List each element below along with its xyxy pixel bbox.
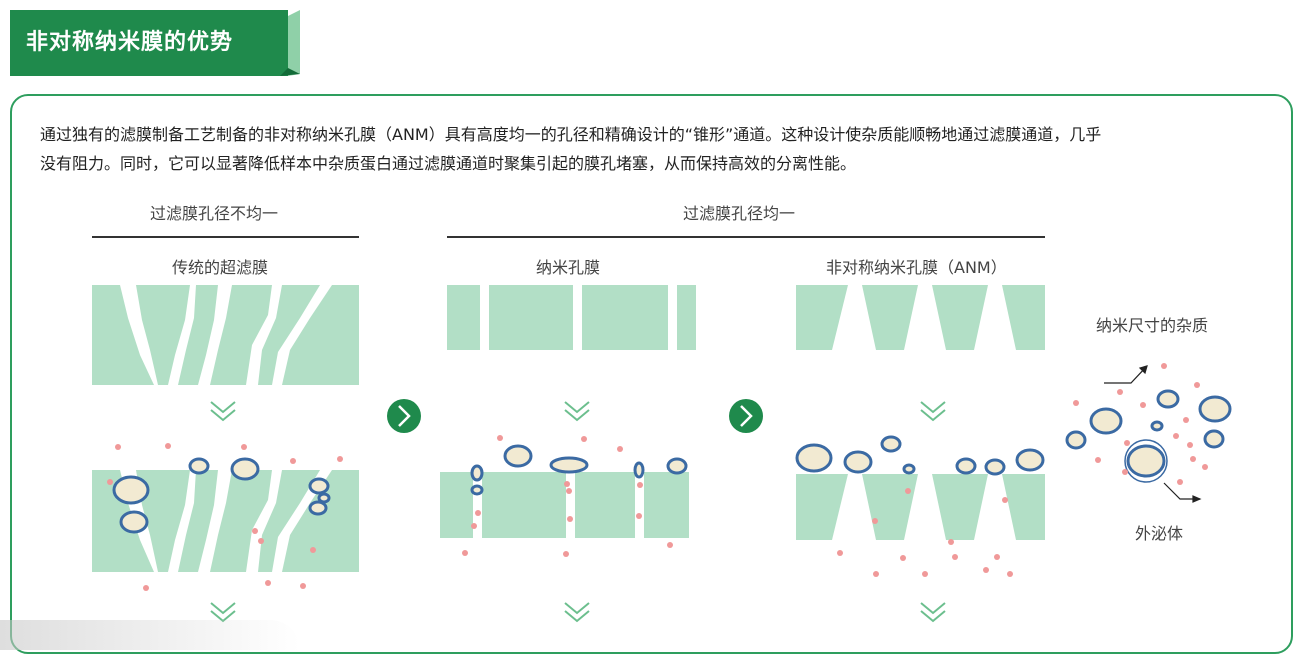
legend-pointer-arrows — [1104, 365, 1202, 503]
decorative-shadow — [0, 620, 300, 650]
chevron-down-icon — [920, 401, 946, 422]
nano-membrane-bottom — [440, 472, 689, 538]
anm-membrane-bottom — [796, 474, 1045, 540]
chevron-down-icon — [920, 602, 946, 623]
group-label-uniform: 过滤膜孔径均一 — [683, 204, 796, 223]
nano-membrane-top — [447, 285, 696, 350]
chevron-right-icon — [729, 399, 763, 433]
chevron-down-icon — [564, 401, 590, 422]
intro-line-2: 没有阻力。同时，它可以显著降低样本中杂质蛋白通过滤膜通道时聚集引起的膜孔堵塞，从… — [40, 154, 857, 173]
exosome-particles — [112, 389, 1232, 534]
intro-line-1: 通过独有的滤膜制备工艺制备的非对称纳米孔膜（ANM）具有高度均一的孔径和精确设计… — [40, 125, 1102, 144]
exosome-highlight-ring — [1124, 439, 1168, 483]
legend-label-impurity: 纳米尺寸的杂质 — [1096, 316, 1209, 335]
anm-membrane-top — [796, 285, 1045, 350]
traditional-membrane-top — [92, 285, 359, 385]
page-title: 非对称纳米膜的优势 — [26, 30, 234, 55]
chevron-down-icon — [564, 602, 590, 623]
impurity-particles — [107, 363, 1208, 591]
chevron-right-icon — [387, 399, 421, 433]
down-chevron-icons — [210, 401, 946, 623]
legend-label-exosome: 外泌体 — [1135, 524, 1184, 543]
group-label-nonuniform: 过滤膜孔径不均一 — [150, 204, 279, 223]
intro-paragraph: 通过独有的滤膜制备工艺制备的非对称纳米孔膜（ANM）具有高度均一的孔径和精确设计… — [40, 120, 1280, 178]
membrane-label-nano: 纳米孔膜 — [536, 258, 601, 277]
title-banner: 非对称纳米膜的优势 — [10, 10, 300, 76]
membrane-label-traditional: 传统的超滤膜 — [172, 258, 269, 277]
chevron-down-icon — [210, 401, 236, 422]
membrane-label-anm: 非对称纳米孔膜（ANM） — [826, 258, 1007, 277]
banner-shape — [10, 10, 300, 76]
chevron-down-icon — [210, 602, 236, 623]
